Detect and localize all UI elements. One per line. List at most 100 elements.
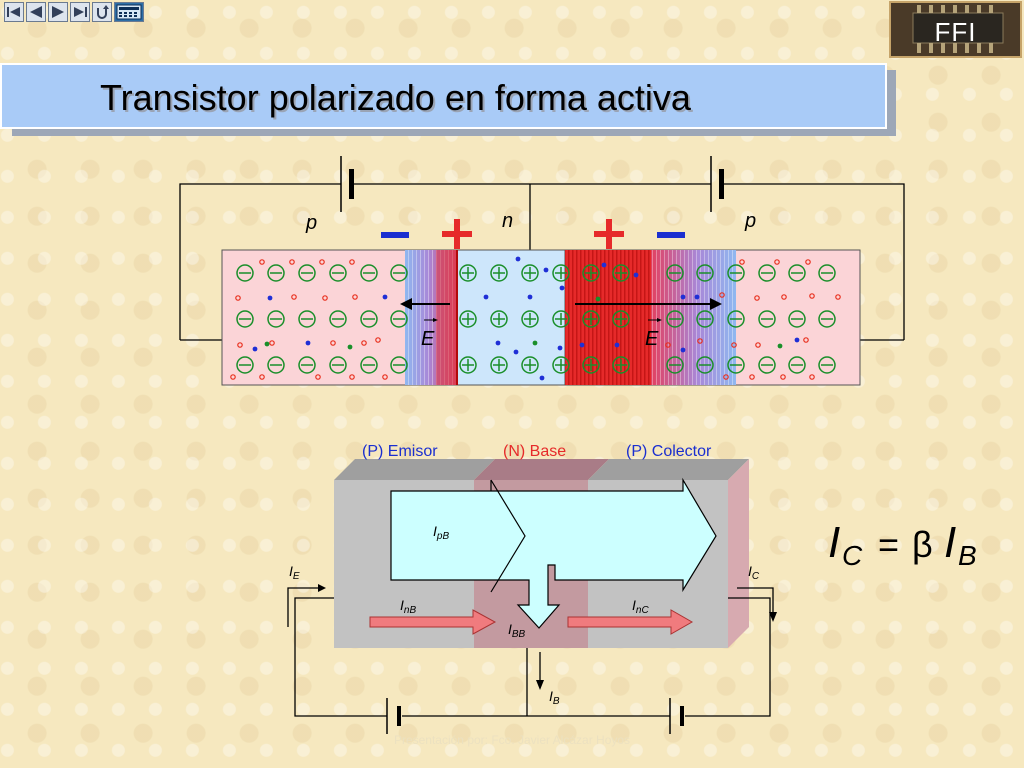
hole — [230, 374, 236, 380]
hole — [665, 342, 671, 348]
previous-slide-button[interactable] — [26, 2, 46, 22]
electron-current-arrow-base — [369, 609, 497, 635]
electron — [601, 262, 607, 268]
hole — [349, 374, 355, 380]
label-p-right: p — [744, 210, 756, 232]
hole — [835, 294, 841, 300]
carrier-green — [347, 344, 353, 350]
return-icon — [97, 5, 109, 19]
hole — [781, 294, 787, 300]
acceptor-ion — [236, 264, 254, 282]
acceptor-ion — [696, 264, 714, 282]
first-slide-button[interactable] — [4, 2, 24, 22]
electron — [495, 340, 501, 346]
ion-layer — [236, 264, 836, 374]
emitter-top-face — [334, 459, 495, 480]
acceptor-ion — [696, 356, 714, 374]
hole — [774, 259, 780, 265]
electron — [543, 267, 549, 273]
svg-text:β: β — [912, 524, 933, 565]
current-label-ipb: IpB — [433, 523, 449, 542]
donor-ion — [612, 310, 630, 328]
ib-arrowhead — [536, 680, 544, 690]
donor-ion — [552, 310, 570, 328]
acceptor-ion — [818, 264, 836, 282]
hole — [805, 259, 811, 265]
acceptor-ion — [298, 264, 316, 282]
plus-sign-right — [594, 219, 624, 249]
hole — [809, 374, 815, 380]
acceptor-ion — [390, 356, 408, 374]
label-base: (N) Base — [503, 443, 566, 460]
electron — [614, 342, 620, 348]
hole — [749, 374, 755, 380]
svg-text:C: C — [842, 540, 863, 571]
hole — [739, 259, 745, 265]
acceptor-ion — [666, 264, 684, 282]
hole — [259, 259, 265, 265]
first-icon — [7, 7, 20, 17]
electron — [539, 375, 545, 381]
svg-text:B: B — [958, 540, 977, 571]
electron — [633, 272, 639, 278]
ie-arrowhead — [318, 584, 326, 592]
battery-left — [340, 156, 354, 212]
hole — [259, 374, 265, 380]
hole — [291, 294, 297, 300]
current-label-ie: IE — [289, 563, 300, 582]
carrier-green — [777, 343, 783, 349]
svg-text:=: = — [878, 524, 899, 565]
donor-ion — [459, 264, 477, 282]
acceptor-ion — [788, 264, 806, 282]
acceptor-ion — [818, 356, 836, 374]
hole — [361, 340, 367, 346]
ffi-logo: FFI — [889, 1, 1022, 58]
hole — [697, 338, 703, 344]
donor-ion — [552, 356, 570, 374]
hole — [322, 295, 328, 301]
acceptor-ion — [818, 310, 836, 328]
field-arrow-right: E — [575, 298, 722, 350]
acceptor-ion — [329, 264, 347, 282]
electron — [267, 295, 273, 301]
acceptor-ion — [666, 310, 684, 328]
calculator-button[interactable] — [114, 2, 144, 22]
donor-ion — [521, 264, 539, 282]
acceptor-ion — [758, 310, 776, 328]
electron — [513, 349, 519, 355]
hole — [723, 374, 729, 380]
donor-ion — [490, 356, 508, 374]
last-slide-button[interactable] — [70, 2, 90, 22]
return-button[interactable] — [92, 2, 112, 22]
acceptor-ion — [758, 356, 776, 374]
footer-credit: Presentación por: Fco. Javier Alcázar Ho… — [393, 733, 631, 747]
donor-ion — [582, 264, 600, 282]
acceptor-ion — [727, 264, 745, 282]
minus-sign-left — [381, 232, 409, 238]
donor-ion — [490, 310, 508, 328]
hole — [803, 337, 809, 343]
acceptor-ion — [329, 310, 347, 328]
hole — [375, 337, 381, 343]
label-emisor: (P) Emisor — [362, 443, 438, 460]
next-icon — [52, 6, 64, 18]
acceptor-ion — [360, 310, 378, 328]
donor-ion — [612, 356, 630, 374]
label-n-mid: n — [502, 210, 513, 232]
next-slide-button[interactable] — [48, 2, 68, 22]
hole — [809, 293, 815, 299]
acceptor-ion — [298, 310, 316, 328]
donor-ion — [521, 310, 539, 328]
electron — [579, 342, 585, 348]
hole — [319, 259, 325, 265]
current-label-inc: InC — [632, 597, 649, 616]
hole — [731, 342, 737, 348]
previous-icon — [30, 6, 42, 18]
electron — [557, 345, 563, 351]
label-colector: (P) Colector — [626, 443, 712, 460]
acceptor-ion — [666, 356, 684, 374]
acceptor-ion — [267, 264, 285, 282]
hole — [269, 340, 275, 346]
svg-text:I: I — [944, 518, 956, 567]
